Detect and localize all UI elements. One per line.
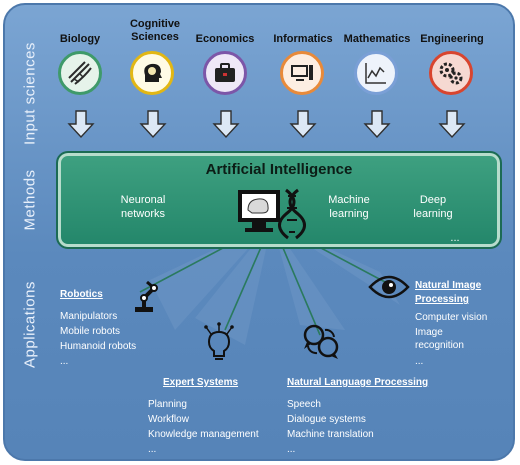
- ai-computer-dna-icon: [238, 188, 306, 240]
- applications-label: Applications: [21, 281, 39, 368]
- robotics-item: ...: [60, 356, 69, 367]
- speech-bubbles-icon: [303, 324, 339, 359]
- expert-item: ...: [148, 444, 157, 455]
- arrow-down-icon: [363, 110, 391, 139]
- app-title-nlp: Natural Language Processing: [287, 377, 429, 388]
- gears-icon: [429, 51, 473, 95]
- expert-item: Knowledge management: [148, 429, 259, 440]
- nlp-item: Dialogue systems: [287, 414, 366, 425]
- brain-head-icon: [130, 51, 174, 95]
- methods-label: Methods: [21, 169, 39, 231]
- expert-item: Planning: [148, 399, 187, 410]
- robotics-item: Mobile robots: [60, 326, 121, 337]
- science-label-mathematics: Mathematics: [343, 33, 411, 45]
- science-label-biology: Biology: [59, 33, 101, 45]
- dna-icon: [58, 51, 102, 95]
- science-label-informatics: Informatics: [273, 33, 333, 45]
- arrow-down-icon: [289, 110, 317, 139]
- nip-item: Computer vision: [415, 312, 488, 323]
- app-title-expert-systems: Expert Systems: [163, 377, 239, 388]
- graph-icon: [354, 51, 398, 95]
- method-deep-learning: Deep learning: [413, 194, 453, 220]
- lightbulb-network-icon: [204, 322, 234, 360]
- science-label-engineering: Engineering: [420, 33, 484, 45]
- arrow-down-icon: [212, 110, 240, 139]
- expert-item: Workflow: [148, 414, 189, 425]
- robot-arm-icon: [135, 280, 158, 312]
- science-label-cognitive: Cognitive Sciences: [129, 18, 181, 43]
- method-more: ...: [450, 232, 460, 244]
- app-title-natural-image-processing: Natural Image Processing: [415, 280, 482, 305]
- eye-icon: [368, 275, 410, 299]
- robotics-item: Manipulators: [60, 311, 118, 322]
- nlp-item: Machine translation: [287, 429, 374, 440]
- arrow-down-icon: [438, 110, 466, 139]
- method-neuronal-networks: Neuronal networks: [120, 194, 166, 220]
- arrow-down-icon: [139, 110, 167, 139]
- computer-icon: [280, 51, 324, 95]
- nlp-item: ...: [287, 444, 296, 455]
- nip-item: ...: [415, 356, 424, 367]
- nip-item: Image recognition: [415, 327, 464, 351]
- nlp-item: Speech: [287, 399, 321, 410]
- method-machine-learning: Machine learning: [328, 194, 370, 220]
- science-label-economics: Economics: [195, 33, 255, 45]
- robotics-item: Humanoid robots: [60, 341, 137, 352]
- arrow-down-icon: [67, 110, 95, 139]
- input-sciences-label: Input sciences: [21, 42, 39, 145]
- briefcase-icon: [203, 51, 247, 95]
- ai-title: Artificial Intelligence: [205, 161, 353, 178]
- app-title-robotics: Robotics: [60, 289, 103, 300]
